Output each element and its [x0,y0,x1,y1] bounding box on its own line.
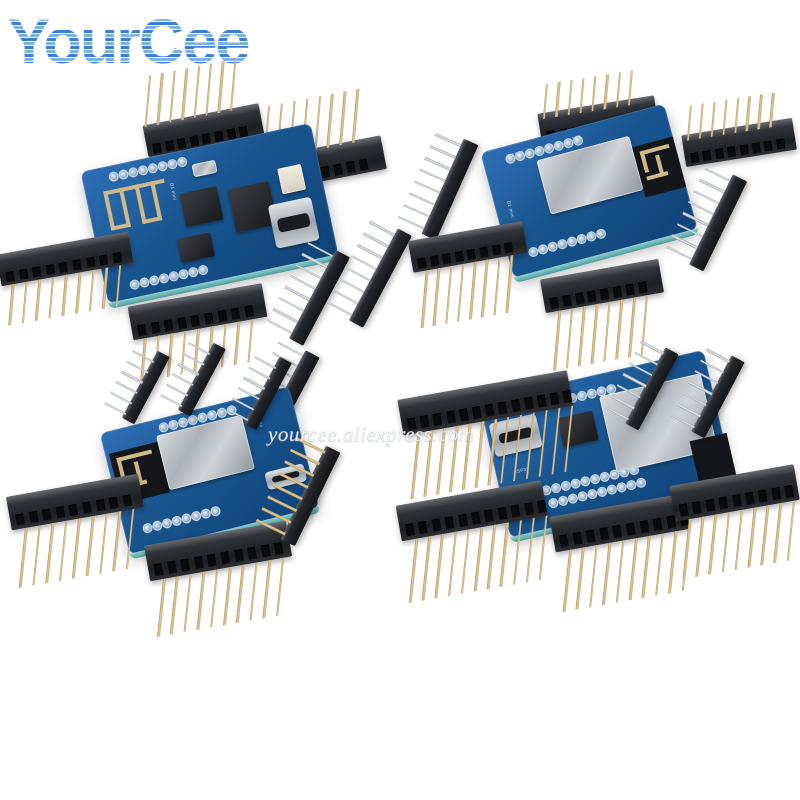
pcb-pad-row [529,229,606,257]
flash-chip [176,232,215,263]
pcb-antenna-trace [150,180,163,221]
pcb-pad-row [109,157,187,181]
pcb-silkscreen-label: D1 mini [169,182,178,201]
female-header-long-pin [663,449,800,587]
brand-logo-text: YourCee [8,6,308,78]
caption-banner: D1Mini Development Board ESP32/ESP8266 T… [0,688,800,800]
mcu-chip [179,185,224,228]
female-header-long-pin [0,458,166,592]
usb-type-c-connector [267,196,320,249]
male-pin-header [666,167,792,302]
jst-connector [277,163,307,195]
product-photo: D1 mini [0,58,800,678]
brand-logo: YourCee [8,6,308,78]
female-header-long-pin [402,208,548,334]
crystal-oscillator [191,159,218,178]
